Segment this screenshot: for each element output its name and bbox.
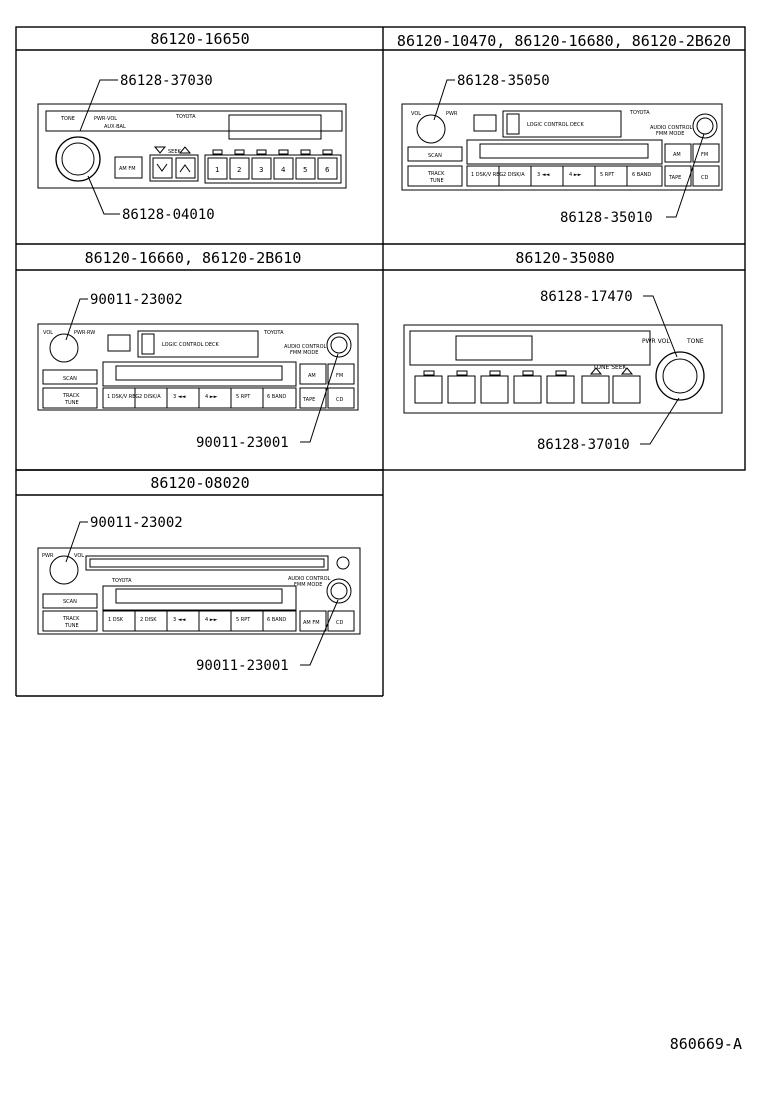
p5-toyota-label: TOYOTA	[111, 578, 132, 584]
p2-track-label: TRACK	[427, 171, 445, 177]
p2-am-label: AM	[673, 152, 681, 158]
callout-p3-top: 90011-23002	[90, 292, 183, 308]
p5-pwr-label: PWR	[42, 553, 54, 559]
p4-leaders	[640, 295, 680, 445]
p1-preset-1: 1	[215, 166, 219, 174]
p2-preset-5: 5 RPT	[600, 172, 615, 178]
p4-tuneseek-label: TUNE SEEK	[592, 364, 628, 371]
p2-scan-label: SCAN	[428, 153, 442, 159]
p3-pwr-label: PWR·RW	[74, 330, 95, 336]
p3-preset-2: 2 DISK/A	[139, 394, 161, 400]
callout-p4-bottom: 86128-37010	[537, 437, 630, 453]
p3-leaders	[65, 298, 339, 443]
p3-preset-3: 3 ◄◄	[173, 394, 186, 400]
p2-fmm-label: FMM MODE	[656, 131, 684, 137]
p4-tone-label: TONE	[686, 338, 704, 345]
radio-unit-p4	[403, 324, 723, 414]
p5-vol-label: VOL	[74, 553, 84, 559]
p1-pwrvol-label: PWR·VOL	[94, 116, 117, 122]
radio-unit-p2	[401, 103, 723, 191]
p2-leaders	[433, 79, 705, 218]
p3-tune-label: TUNE	[64, 400, 79, 406]
p1-aux-label: AUX·BAL	[104, 124, 126, 130]
p3-scan-label: SCAN	[63, 376, 77, 382]
p3-tape-label: TAPE	[302, 397, 315, 403]
p2-fm-label: FM	[701, 152, 708, 158]
p3-audio-label: AUDIO CONTROL	[284, 344, 327, 350]
p2-logic-label: LOGIC CONTROL DECK	[527, 122, 584, 128]
p3-vol-label: VOL	[43, 330, 53, 336]
callout-p4-top: 86128-17470	[540, 289, 633, 305]
p3-am-label: AM	[308, 373, 316, 379]
p3-preset-4: 4 ►►	[205, 394, 218, 400]
p3-preset-1: 1 DSK/V REG	[107, 394, 139, 400]
callout-p5-top: 90011-23002	[90, 515, 183, 531]
p1-preset-3: 3	[259, 166, 263, 174]
p1-toyota-label: TOYOTA	[175, 114, 196, 120]
p5-tune-label: TUNE	[64, 623, 79, 629]
p1-leaders	[79, 79, 120, 215]
p2-audio-label: AUDIO CONTROL	[650, 125, 693, 131]
p5-track-label: TRACK	[62, 616, 80, 622]
p5-preset-4: 4 ►►	[205, 617, 218, 623]
p5-preset-1: 1 DSK	[108, 617, 124, 623]
p3-preset-6: 6 BAND	[267, 394, 286, 400]
p2-pwr-label: PWR	[446, 111, 458, 117]
p2-tune-label: TUNE	[429, 178, 444, 184]
p1-preset-6: 6	[325, 166, 330, 174]
p2-vol-label: VOL	[411, 111, 421, 117]
p2-cd-label: CD	[701, 175, 708, 181]
p1-preset-4: 4	[281, 166, 286, 174]
diagram-id: 860669-A	[670, 1035, 742, 1053]
p1-seek-label: SEEK	[168, 149, 181, 155]
radio-unit-p3	[37, 323, 359, 411]
radio-unit-p5	[37, 547, 361, 635]
p1-amfm-label: AM FM	[119, 166, 136, 172]
callout-p1-bottom: 86128-04010	[122, 207, 215, 223]
p3-track-label: TRACK	[62, 393, 80, 399]
p4-pwrvol-label: PWR VOL	[642, 338, 670, 345]
callout-p1-top: 86128-37030	[120, 73, 213, 89]
p5-preset-6: 6 BAND	[267, 617, 286, 623]
p1-preset-2: 2	[237, 166, 241, 174]
callout-p3-bottom: 90011-23001	[196, 435, 289, 451]
p3-cd-label: CD	[336, 397, 343, 403]
p2-tape-label: TAPE	[668, 175, 681, 181]
header-p1: 86120-16650	[150, 30, 249, 48]
p2-preset-6: 6 BAND	[632, 172, 651, 178]
p5-leaders	[65, 521, 339, 666]
p3-preset-5: 5 RPT	[236, 394, 251, 400]
p2-toyota-label: TOYOTA	[629, 110, 650, 116]
table-grid	[15, 26, 746, 697]
header-p5: 86120-08020	[150, 474, 249, 492]
callout-p2-bottom: 86128-35010	[560, 210, 653, 226]
header-p4: 86120-35080	[515, 249, 614, 267]
p5-preset-2: 2 DISK	[140, 617, 157, 623]
p1-preset-5: 5	[303, 166, 307, 174]
p2-preset-1: 1 DSK/V REG	[471, 172, 503, 178]
p2-preset-3: 3 ◄◄	[537, 172, 550, 178]
p3-fm-label: FM	[336, 373, 343, 379]
header-p2: 86120-10470, 86120-16680, 86120-2B620	[397, 32, 731, 50]
p5-audio-label: AUDIO CONTROL	[288, 576, 331, 582]
p5-preset-3: 3 ◄◄	[173, 617, 186, 623]
p5-cd-label: CD	[336, 620, 343, 626]
p3-fmm-label: FMM MODE	[290, 350, 318, 356]
p5-fmm-label: FMM MODE	[294, 582, 322, 588]
callout-p2-top: 86128-35050	[457, 73, 550, 89]
p5-scan-label: SCAN	[63, 599, 77, 605]
header-p3: 86120-16660, 86120-2B610	[85, 249, 302, 267]
p1-tone-label: TONE	[60, 116, 75, 122]
radio-unit-p1	[37, 103, 347, 189]
callout-p5-bottom: 90011-23001	[196, 658, 289, 674]
p2-preset-4: 4 ►►	[569, 172, 582, 178]
p2-preset-2: 2 DISK/A	[503, 172, 525, 178]
p3-toyota-label: TOYOTA	[263, 330, 284, 336]
p3-logic-label: LOGIC CONTROL DECK	[162, 342, 219, 348]
p5-amfm-label: AM FM	[303, 620, 320, 626]
p5-preset-5: 5 RPT	[236, 617, 251, 623]
